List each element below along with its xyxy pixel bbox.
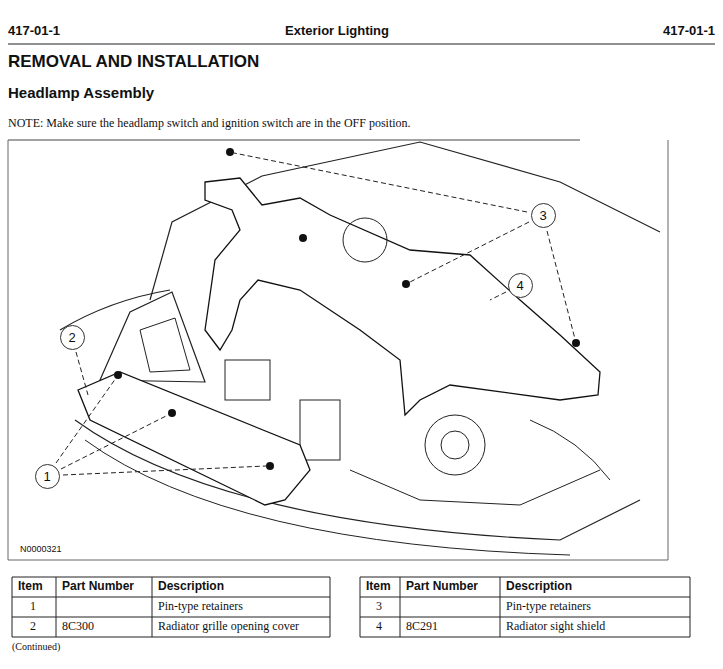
callout-number: 3: [539, 208, 546, 223]
table-cell: 4: [376, 620, 382, 634]
engine-part: [441, 431, 469, 459]
table-cell: 2: [30, 620, 36, 634]
table-rule: [12, 637, 330, 638]
pin-retainer: [402, 280, 410, 288]
frame-line: [668, 140, 669, 560]
page-title: REMOVAL AND INSTALLATION: [8, 52, 259, 72]
frame-line: [8, 560, 668, 561]
callout-circle: 4: [508, 273, 533, 298]
table-cell: 8C291: [406, 620, 438, 634]
callout-number: 1: [43, 469, 50, 484]
radiator-part: [225, 360, 270, 400]
table-cell: 1: [30, 600, 36, 614]
table-header: Part Number: [62, 580, 134, 594]
table-rule: [360, 617, 690, 618]
leader-line: [76, 352, 88, 395]
table-rule: [12, 617, 330, 618]
leader-lines: [56, 153, 575, 475]
bumper-line: [85, 440, 570, 555]
table-header: Description: [506, 580, 572, 594]
callout-circle: 3: [531, 203, 556, 228]
table-rule: [360, 597, 690, 598]
headlamp-lens: [140, 318, 190, 372]
table-header: Item: [18, 580, 43, 594]
leader-line: [61, 415, 168, 469]
engine-part: [350, 470, 600, 505]
radiator-sight-shield: [205, 178, 600, 415]
table-header: Part Number: [406, 580, 478, 594]
section-number: 417-01-1: [8, 24, 60, 39]
table-rule: [400, 577, 401, 637]
radiator-grille-opening-cover: [78, 372, 310, 505]
table-cell: 3: [376, 600, 382, 614]
table-rule: [360, 577, 361, 637]
engine-part: [300, 400, 340, 460]
note-text: NOTE: Make sure the headlamp switch and …: [8, 117, 411, 131]
table-rule: [12, 577, 13, 637]
section-name: Exterior Lighting: [285, 24, 389, 39]
continued-note: (Continued): [12, 641, 60, 653]
callout-number: 2: [68, 330, 75, 345]
figure-number: N0000321: [20, 544, 62, 554]
header-rule: [8, 44, 715, 45]
pin-retainer: [168, 409, 176, 417]
callout-circle: 1: [35, 464, 60, 489]
note-rule: [8, 140, 580, 141]
pin-retainer: [572, 339, 580, 347]
table-cell: Radiator grille opening cover: [158, 620, 299, 634]
leader-line: [56, 378, 116, 463]
table-rule: [330, 577, 331, 637]
leader-line: [410, 222, 529, 282]
table-header: Description: [158, 580, 224, 594]
table-cell: Pin-type retainers: [506, 600, 591, 614]
section-number: 417-01-1: [663, 24, 715, 39]
callout-number: 4: [516, 278, 523, 293]
filler-opening: [343, 218, 387, 262]
table-rule: [152, 577, 153, 637]
hose-line: [530, 420, 610, 480]
table-rule: [12, 577, 330, 578]
pin-retainer: [266, 462, 274, 470]
headlamp-body: [100, 292, 205, 382]
leader-line: [490, 292, 506, 300]
table-rule: [360, 577, 690, 578]
callout-circle: 2: [60, 325, 85, 350]
table-cell: 8C300: [62, 620, 94, 634]
table-header: Item: [366, 580, 391, 594]
table-rule: [360, 637, 690, 638]
subtitle: Headlamp Assembly: [8, 84, 154, 101]
table-cell: Pin-type retainers: [158, 600, 243, 614]
leader-line: [63, 466, 266, 475]
parts-table: [12, 577, 690, 637]
pin-retainer: [226, 148, 234, 156]
table-cell: Radiator sight shield: [506, 620, 605, 634]
engine-part: [425, 415, 485, 475]
leader-line: [547, 231, 575, 339]
pin-retainer: [114, 371, 122, 379]
table-rule: [690, 577, 691, 637]
table-rule: [500, 577, 501, 637]
pin-retainers: [114, 148, 580, 470]
leader-line: [234, 153, 527, 212]
frame-line: [8, 140, 9, 560]
pin-retainer: [299, 234, 307, 242]
table-rule: [56, 577, 57, 637]
table-rule: [12, 597, 330, 598]
